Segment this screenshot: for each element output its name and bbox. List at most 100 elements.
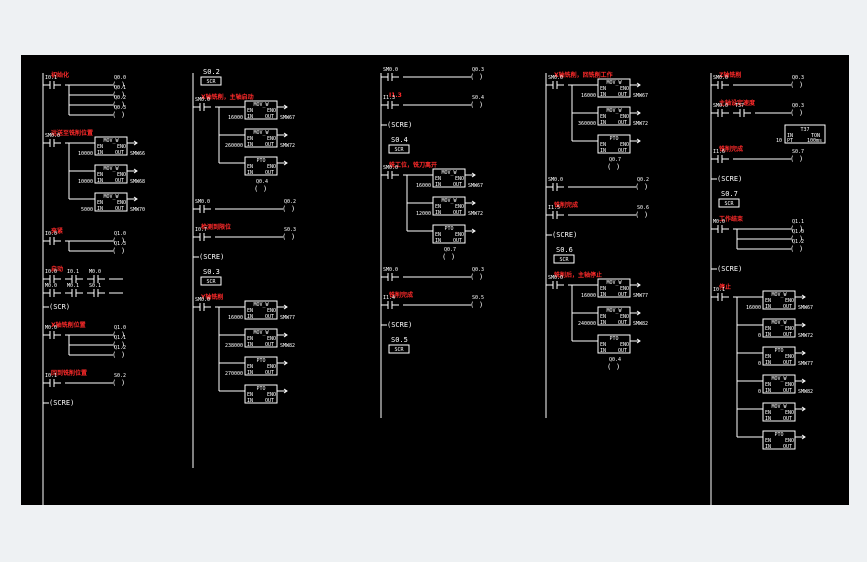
rung-comment: 初始化 bbox=[51, 71, 69, 79]
function-block-pin: EN bbox=[435, 232, 441, 238]
function-block-in-value: 16000 bbox=[228, 115, 243, 121]
function-block-pin: ENO bbox=[267, 136, 276, 142]
coil-label: Q1.0 bbox=[114, 325, 126, 331]
coil-symbol: ( bbox=[470, 301, 474, 309]
function-block-out-value: SMW82 bbox=[798, 389, 813, 395]
function-block-pin: EN bbox=[765, 438, 771, 444]
function-block-pin: ENO bbox=[785, 326, 794, 332]
coil-symbol: ( bbox=[790, 109, 794, 117]
coil-label: Q0.2 bbox=[114, 95, 126, 101]
coil-label: Q0.2 bbox=[637, 177, 649, 183]
coil-label: Q0.0 bbox=[114, 75, 126, 81]
coil-symbol: ( bbox=[790, 235, 794, 243]
function-block-title: MOV_W bbox=[606, 80, 622, 86]
function-block-pin: EN bbox=[247, 364, 253, 370]
function-block-pin: EN bbox=[765, 410, 771, 416]
coil-symbol: ) bbox=[121, 237, 125, 245]
coil-symbol: ( bbox=[112, 247, 116, 255]
function-block-pin: IN bbox=[765, 416, 771, 422]
coil-label: Q0.7 bbox=[609, 157, 621, 163]
arrow-symbol bbox=[801, 294, 806, 300]
contact-label: M0.0 bbox=[45, 283, 57, 289]
function-block-pin: ENO bbox=[117, 200, 126, 206]
coil-symbol: ( bbox=[282, 233, 286, 241]
function-block-title: MOV_W bbox=[103, 138, 119, 144]
function-block-pin: OUT bbox=[265, 398, 274, 404]
scr-tag: SCR bbox=[724, 201, 734, 207]
contact-label: SM0.0 bbox=[548, 275, 563, 281]
coil-symbol: ( bbox=[112, 331, 116, 339]
function-block-pin: OUT bbox=[783, 304, 792, 310]
function-block-title: PTO bbox=[774, 348, 783, 354]
coil-symbol: ( bbox=[470, 273, 474, 281]
rung-comment: 夹紧 bbox=[51, 227, 63, 235]
function-block-pin: EN bbox=[600, 114, 606, 120]
arrow-symbol bbox=[133, 196, 138, 202]
function-block-title: PTO bbox=[256, 158, 265, 164]
function-block-out-value: SMW77 bbox=[633, 293, 648, 299]
function-block bbox=[244, 100, 278, 120]
function-block-pin: OUT bbox=[783, 360, 792, 366]
coil-label: S0.5 bbox=[472, 295, 484, 301]
function-block-pin: IN bbox=[97, 178, 103, 184]
function-block-in-value: 10000 bbox=[78, 151, 93, 157]
arrow-symbol bbox=[636, 310, 641, 316]
function-block-in-value: 5000 bbox=[81, 207, 93, 213]
coil-symbol: ) bbox=[451, 253, 455, 261]
coil-label: Q0.3 bbox=[472, 67, 484, 73]
contact-label: SM0.0 bbox=[713, 103, 728, 109]
timer-block-pin: 100ms bbox=[807, 138, 822, 144]
function-block-pin: ENO bbox=[785, 438, 794, 444]
function-block-title: MOV_W bbox=[771, 292, 787, 298]
function-block-title: MOV_W bbox=[253, 302, 269, 308]
arrow-symbol bbox=[283, 360, 288, 366]
rung-comment: 铣削完成 bbox=[719, 145, 743, 153]
scr-end-coil: (SCRE) bbox=[199, 253, 224, 261]
coil-symbol: ) bbox=[291, 205, 295, 213]
function-block-out-value: SMW67 bbox=[798, 305, 813, 311]
rung-comment: 运送至铣削位置 bbox=[51, 129, 93, 137]
function-block bbox=[597, 106, 631, 126]
coil-symbol: ) bbox=[799, 155, 803, 163]
function-block-pin: ENO bbox=[455, 176, 464, 182]
function-block-pin: IN bbox=[600, 120, 606, 126]
function-block-title: MOV_W bbox=[606, 108, 622, 114]
function-block-pin: IN bbox=[247, 370, 253, 376]
contact-label: SM0.0 bbox=[548, 75, 563, 81]
scr-box bbox=[718, 198, 740, 208]
scr-address: S0.6 bbox=[556, 246, 573, 254]
scr-end-coil: (SCRE) bbox=[552, 231, 577, 239]
function-block-pin: IN bbox=[765, 388, 771, 394]
contact-label: I0.7 bbox=[195, 227, 207, 233]
function-block bbox=[762, 374, 796, 394]
coil-symbol: ) bbox=[121, 341, 125, 349]
coil-symbol: ( bbox=[112, 341, 116, 349]
arrow-symbol bbox=[636, 82, 641, 88]
function-block bbox=[244, 384, 278, 404]
contact-label: SM0.0 bbox=[383, 67, 398, 73]
coil-symbol: ( bbox=[282, 205, 286, 213]
coil-symbol: ) bbox=[479, 101, 483, 109]
function-block-title: PTO bbox=[609, 336, 618, 342]
coil-symbol: ) bbox=[121, 101, 125, 109]
function-block-pin: IN bbox=[600, 292, 606, 298]
scr-end-coil: (SCRE) bbox=[387, 121, 412, 129]
function-block-pin: ENO bbox=[117, 172, 126, 178]
arrow-symbol bbox=[801, 434, 806, 440]
function-block-pin: EN bbox=[435, 176, 441, 182]
function-block bbox=[762, 290, 796, 310]
rung-comment: 回到铣削位置 bbox=[51, 369, 87, 377]
function-block-out-value: SMW82 bbox=[633, 321, 648, 327]
function-block bbox=[762, 430, 796, 450]
coil-symbol: ( bbox=[112, 379, 116, 387]
